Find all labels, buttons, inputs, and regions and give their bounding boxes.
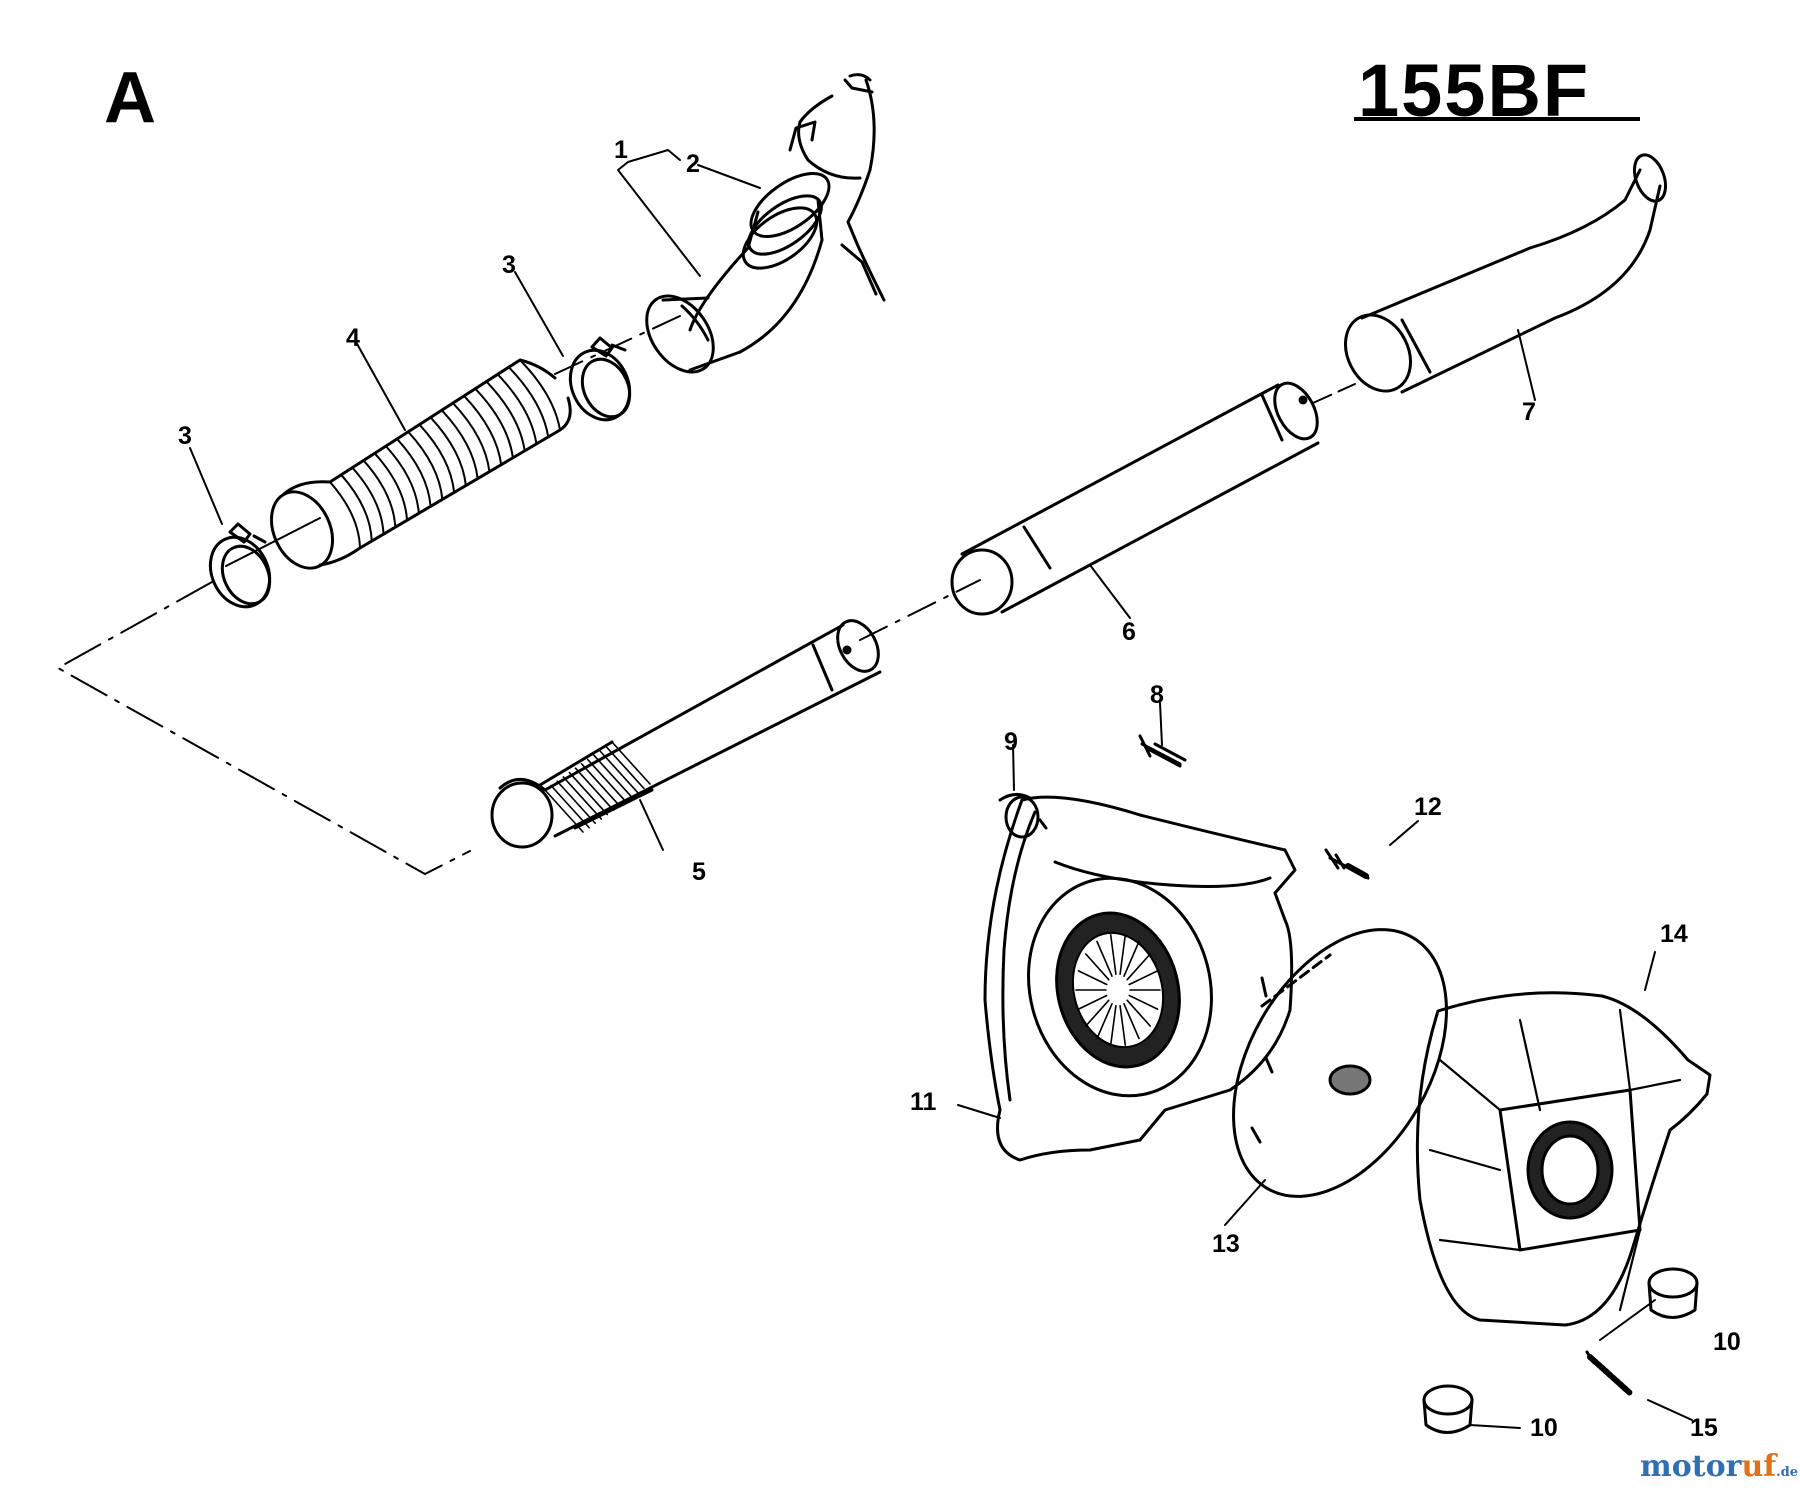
grip-rib	[611, 741, 651, 785]
hose-rib	[451, 402, 491, 473]
callout-part-9: 9	[1004, 728, 1018, 756]
callout-part-10-left: 10	[1530, 1414, 1558, 1442]
part-2-elbow-tube	[688, 172, 831, 354]
hose-rib	[429, 416, 467, 487]
grip-rib	[599, 749, 639, 794]
hose-rib	[440, 409, 479, 480]
hub-spoke	[1128, 994, 1159, 1010]
grip-rib	[574, 767, 615, 811]
hose-rib	[407, 430, 444, 501]
grip-rib	[605, 745, 645, 790]
housing-rib	[1428, 1148, 1502, 1172]
hub-spoke	[1123, 940, 1140, 977]
housing-rib	[1618, 1228, 1642, 1312]
hose-rib	[474, 387, 514, 459]
part-9-grommet	[998, 793, 1048, 839]
grip-rib	[568, 771, 609, 816]
part-11-blower-housing	[983, 795, 1297, 1162]
callout-leaders	[189, 149, 1693, 1429]
hose-rib	[329, 481, 361, 549]
part-1-outlet-collar	[645, 294, 742, 374]
hub-spoke	[1128, 970, 1159, 986]
hose-rib	[373, 452, 409, 522]
hub-spoke	[1123, 1003, 1140, 1040]
part-10-cap-right	[1647, 1267, 1699, 1319]
part-8-screw	[1138, 734, 1187, 768]
part-5-nozzle-tube	[490, 619, 882, 849]
hose-rib	[463, 394, 503, 466]
housing-rib	[1618, 1008, 1632, 1092]
part-14-rear-housing	[1415, 991, 1712, 1327]
grip-rib	[562, 776, 603, 820]
hub-spoke	[1126, 953, 1151, 981]
hose-rib	[418, 423, 456, 494]
hub-spoke	[1109, 1004, 1117, 1046]
hub-spoke	[1085, 999, 1110, 1027]
grip-rib	[586, 758, 627, 803]
grip-rib	[556, 780, 596, 825]
grip-rib	[550, 784, 590, 829]
callout-part-14: 14	[1660, 920, 1688, 948]
callout-part-1: 1	[614, 136, 628, 164]
callout-part-3-upper: 3	[502, 251, 516, 279]
part-4-flexible-hose	[270, 358, 572, 570]
hub-spoke	[1126, 999, 1151, 1027]
callout-part-2: 2	[686, 150, 700, 178]
housing-rib	[1438, 1058, 1502, 1112]
part-12-fitting	[1324, 848, 1370, 880]
part-3-hose-clamp-upper	[568, 336, 632, 422]
callout-part-12: 12	[1414, 793, 1442, 821]
hose-rib	[384, 445, 420, 515]
part-6-extension-tube	[950, 381, 1320, 616]
hose-rib	[507, 366, 550, 438]
hub-spoke	[1077, 970, 1108, 986]
watermark-logo: motoruf.de	[1640, 1449, 1799, 1484]
hose-rib	[351, 466, 385, 536]
callout-part-4: 4	[346, 324, 360, 352]
section-label: A	[104, 58, 156, 138]
hose-rib	[485, 380, 526, 452]
callout-part-11: 11	[910, 1088, 937, 1116]
callout-part-8: 8	[1150, 681, 1164, 709]
hub-spoke	[1096, 1003, 1113, 1040]
hose-rib	[340, 473, 373, 543]
hose-rib	[362, 459, 397, 529]
hose-rib	[519, 359, 561, 431]
callout-part-6: 6	[1122, 618, 1136, 646]
callout-part-3-lower: 3	[178, 422, 192, 450]
housing-rib	[1438, 1238, 1522, 1252]
blower-outlet-fragment	[788, 73, 886, 302]
housing-rib	[1628, 1078, 1682, 1092]
part-10-cap-left	[1422, 1384, 1474, 1434]
housing-rib	[1518, 1018, 1542, 1112]
part-3-hose-clamp-lower	[208, 522, 272, 609]
callout-part-7: 7	[1522, 398, 1536, 426]
hub-spoke	[1096, 940, 1113, 977]
hub-spoke	[1077, 994, 1108, 1010]
callout-part-5: 5	[692, 858, 706, 886]
part-7-curved-outlet-tube	[1344, 153, 1668, 394]
callout-part-13: 13	[1212, 1230, 1240, 1258]
hose-rib	[396, 437, 432, 508]
callout-part-10-right: 10	[1713, 1328, 1741, 1356]
callout-part-15: 15	[1690, 1414, 1718, 1442]
hub-spoke	[1109, 934, 1117, 976]
hub-spoke	[1119, 934, 1127, 976]
model-number: 155BF	[1358, 49, 1591, 132]
part-15-bolt	[1585, 1350, 1633, 1396]
model-underline	[1354, 117, 1640, 121]
grip-rib	[580, 763, 621, 807]
hose-rib	[496, 373, 538, 445]
hub-spoke	[1085, 953, 1110, 981]
grip-rib	[544, 789, 584, 833]
grip-rib	[592, 754, 633, 798]
hub-spoke	[1119, 1004, 1127, 1046]
assembly-centerlines	[57, 315, 1356, 875]
